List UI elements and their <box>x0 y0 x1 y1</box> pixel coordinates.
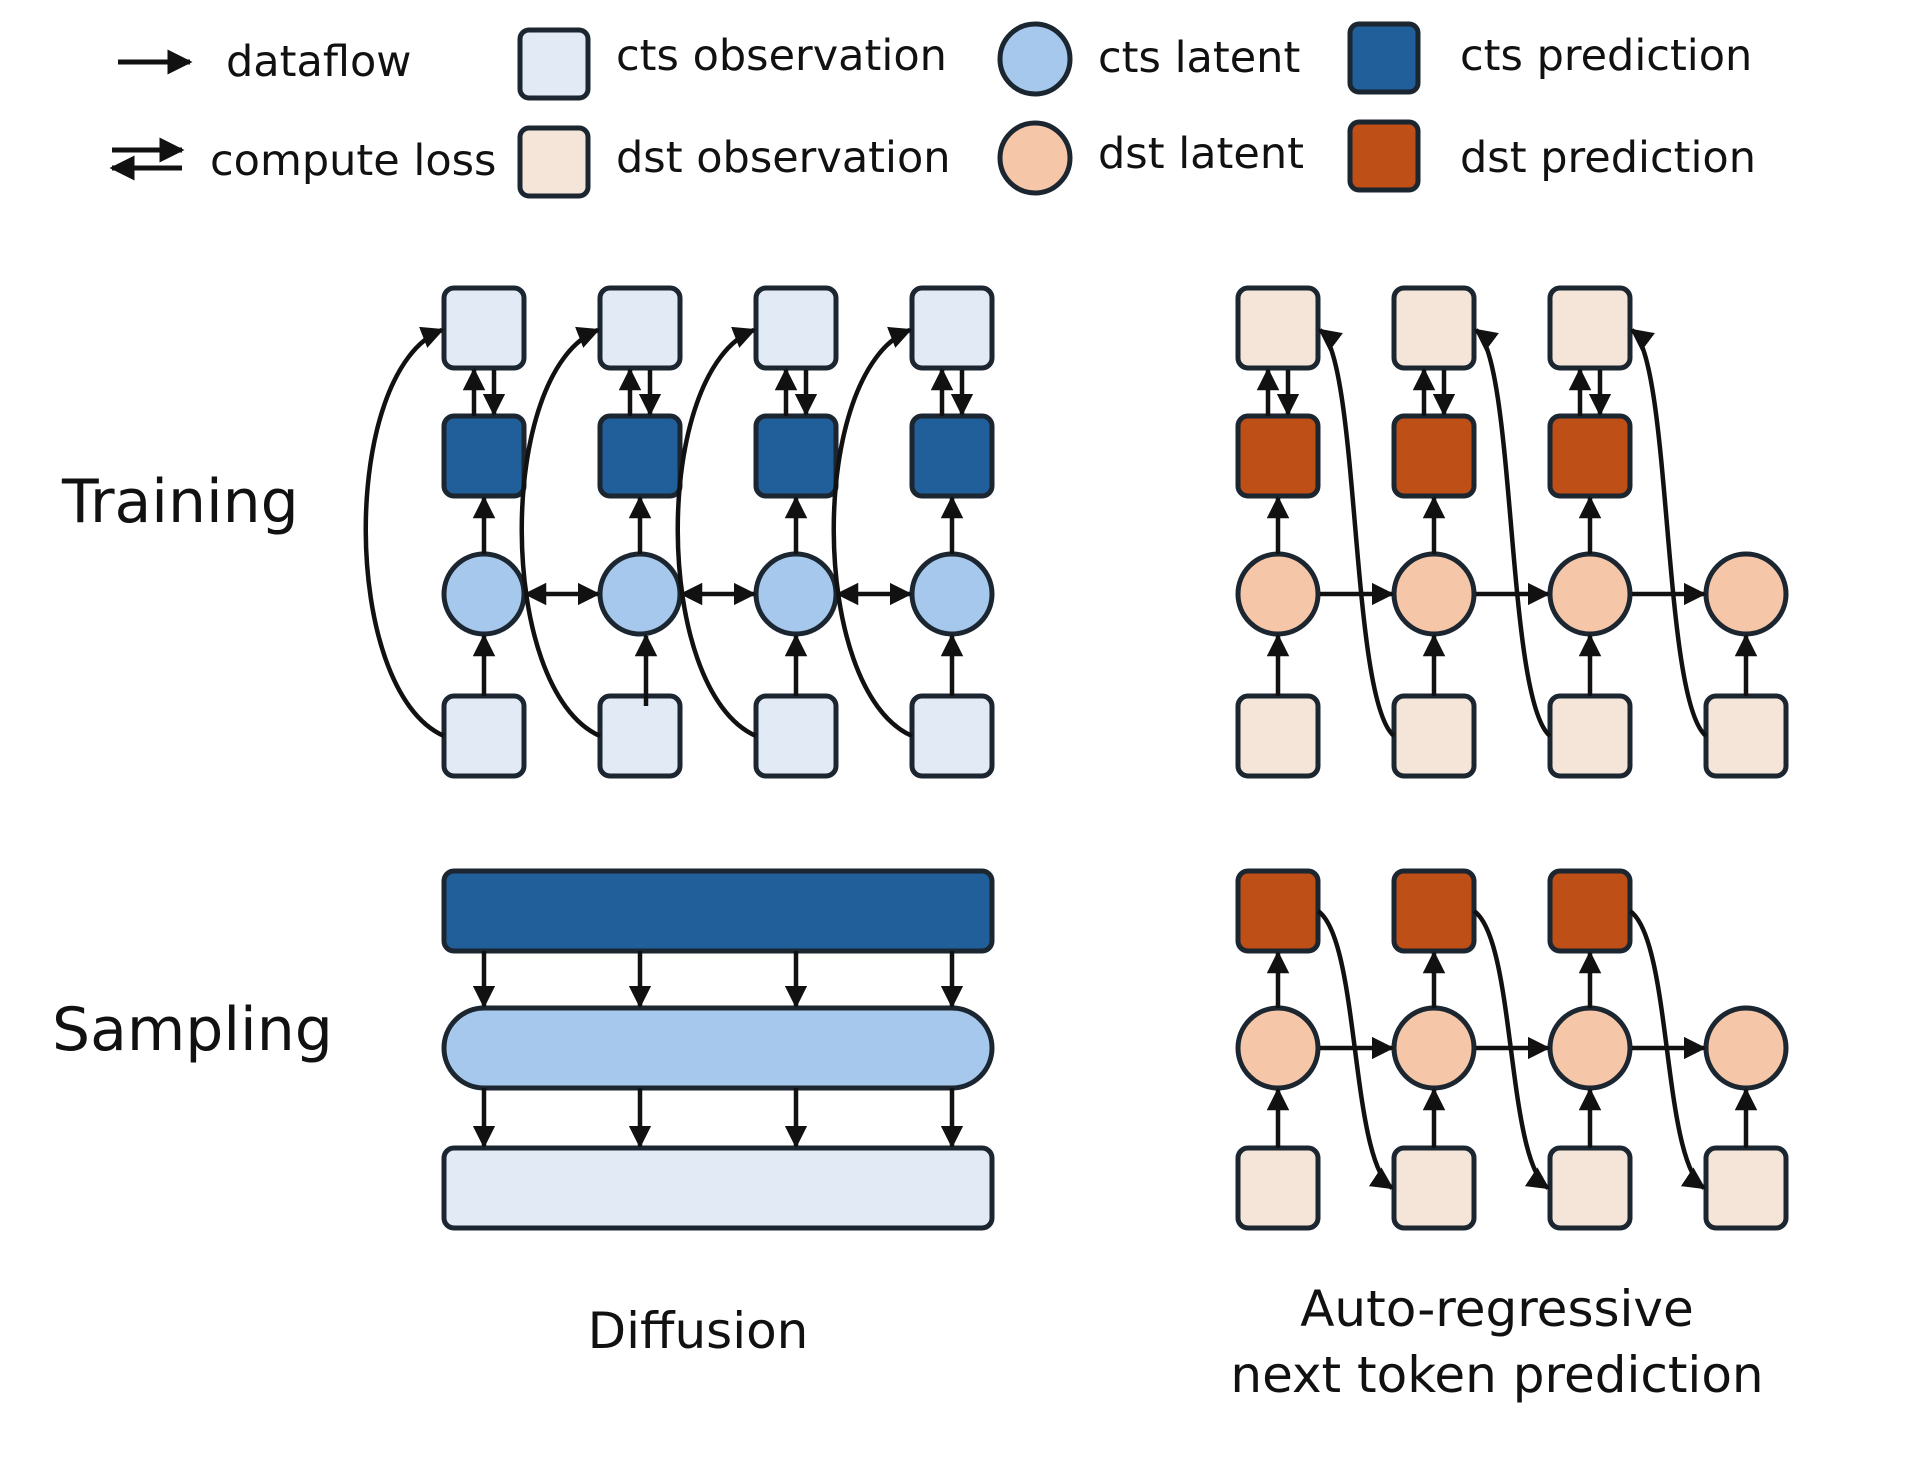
skip-arrow <box>831 326 913 739</box>
ar-sampling-column-1 <box>1235 868 1321 1231</box>
next-token-target-arrow <box>1630 328 1708 738</box>
legend-dataflow-label: dataflow <box>226 37 411 87</box>
dst-latent-node <box>1547 551 1633 637</box>
cts-observation-input <box>597 693 683 779</box>
legend-compute-loss-label: compute loss <box>210 136 496 186</box>
dst-observation-input <box>1235 693 1321 779</box>
next-token-target-arrow <box>1474 328 1552 738</box>
dst-latent-node <box>1391 551 1477 637</box>
ar-training-column-4 <box>1703 551 1789 779</box>
cts-observation-target <box>597 285 683 371</box>
dst-prediction-node <box>1547 868 1633 954</box>
cts-latent-node <box>441 551 527 637</box>
dst-latent-node <box>1547 1005 1633 1091</box>
legend-dst-prediction-label: dst prediction <box>1460 133 1756 183</box>
autoregressive-sampling-panel <box>1235 868 1789 1231</box>
dst-observation-input <box>1703 1145 1789 1231</box>
autoregressive-training-panel <box>1235 285 1789 779</box>
dst-prediction-node <box>1391 868 1477 954</box>
cts-latent-bar <box>441 1005 995 1091</box>
diffusion-training-column-4 <box>831 285 995 779</box>
legend-dst-observation-swatch <box>517 125 591 199</box>
dst-latent-node <box>1703 1005 1789 1091</box>
dst-observation-input <box>1703 693 1789 779</box>
legend: dataflow compute loss cts observation ds… <box>109 21 1756 199</box>
dst-latent-node <box>1235 551 1321 637</box>
next-token-target-arrow <box>1318 328 1396 738</box>
dst-observation-input <box>1547 693 1633 779</box>
dst-prediction-node <box>1235 868 1321 954</box>
ar-sampling-column-2 <box>1391 868 1477 1231</box>
dst-observation-input <box>1547 1145 1633 1231</box>
legend-dst-latent-label: dst latent <box>1098 129 1304 179</box>
dst-observation-target <box>1547 285 1633 371</box>
dst-observation-input <box>1391 693 1477 779</box>
legend-dst-observation-label: dst observation <box>616 133 951 183</box>
cts-prediction-bar <box>441 868 995 954</box>
diffusion-training-panel <box>363 285 995 779</box>
cts-latent-node <box>909 551 995 637</box>
autoregressive-caption-line2: next token prediction <box>1230 1346 1763 1404</box>
dst-prediction-node <box>1547 413 1633 499</box>
legend-cts-prediction-swatch <box>1347 21 1421 95</box>
skip-arrow <box>363 326 445 739</box>
autoregressive-caption-line1: Auto-regressive <box>1300 1280 1694 1338</box>
dst-latent-node <box>1235 1005 1321 1091</box>
diffusion-caption: Diffusion <box>588 1302 809 1360</box>
legend-cts-prediction-label: cts prediction <box>1460 31 1752 81</box>
feedback-arrow <box>1472 909 1550 1190</box>
cts-prediction-node <box>441 413 527 499</box>
legend-cts-observation-label: cts observation <box>616 31 947 81</box>
dst-prediction-node <box>1391 413 1477 499</box>
ar-sampling-column-4 <box>1703 1005 1789 1231</box>
skip-arrow <box>519 326 601 739</box>
ar-sampling-column-3 <box>1547 868 1633 1231</box>
dst-observation-target <box>1235 285 1321 371</box>
cts-prediction-node <box>753 413 839 499</box>
feedback-arrow <box>1316 909 1394 1190</box>
legend-cts-latent-label: cts latent <box>1098 33 1300 83</box>
training-row-label: Training <box>61 467 299 537</box>
diffusion-training-column-2 <box>519 285 683 779</box>
dst-observation-input <box>1235 1145 1321 1231</box>
legend-cts-observation-swatch <box>517 27 591 101</box>
cts-prediction-node <box>597 413 683 499</box>
cts-observation-target <box>909 285 995 371</box>
dst-prediction-node <box>1235 413 1321 499</box>
compute-loss-arrows-icon <box>109 137 185 181</box>
ar-training-column-2 <box>1391 285 1477 779</box>
dst-observation-target <box>1391 285 1477 371</box>
cts-observation-input <box>909 693 995 779</box>
ar-training-column-1 <box>1235 285 1321 779</box>
cts-latent-node <box>597 551 683 637</box>
ar-training-column-3 <box>1547 285 1633 779</box>
cts-observation-target <box>441 285 527 371</box>
legend-dst-prediction-swatch <box>1347 119 1421 193</box>
cts-observation-target <box>753 285 839 371</box>
dst-latent-node <box>1391 1005 1477 1091</box>
dst-latent-node <box>1703 551 1789 637</box>
sampling-row-label: Sampling <box>52 995 333 1065</box>
cts-observation-input <box>753 693 839 779</box>
dst-observation-input <box>1391 1145 1477 1231</box>
cts-latent-node <box>753 551 839 637</box>
diffusion-training-column-1 <box>363 285 527 779</box>
diffusion-sampling-panel <box>441 868 995 1231</box>
cts-observation-input <box>441 693 527 779</box>
cts-observation-bar <box>441 1145 995 1231</box>
diffusion-training-column-3 <box>675 285 839 779</box>
legend-cts-latent-swatch <box>997 21 1073 97</box>
cts-prediction-node <box>909 413 995 499</box>
skip-arrow <box>675 326 757 739</box>
legend-dst-latent-swatch <box>997 120 1073 196</box>
feedback-arrow <box>1628 909 1706 1190</box>
